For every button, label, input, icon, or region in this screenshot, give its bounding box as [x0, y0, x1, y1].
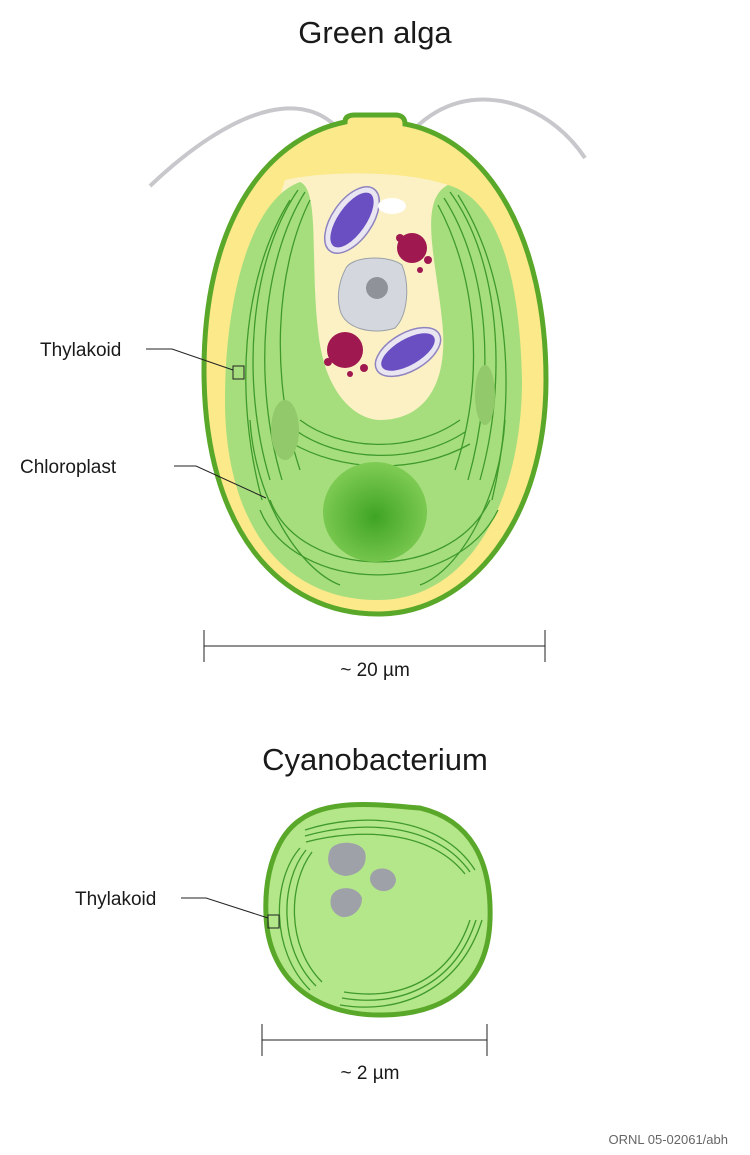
thylakoid-leader-line [181, 897, 269, 919]
golgi-body [324, 332, 368, 377]
golgi-body [396, 233, 432, 273]
mitochondrion [374, 326, 442, 378]
starch-grain-left [271, 400, 299, 460]
alga-scale-label: ~ 20 µm [340, 660, 410, 681]
thylakoid-leader-line [146, 348, 234, 371]
pyrenoid [323, 462, 427, 562]
alga-chloroplast-label: Chloroplast [20, 457, 117, 478]
green-alga-cell [148, 97, 587, 617]
cyano-scale-bar [261, 1024, 488, 1056]
contractile-vacuole [378, 198, 406, 214]
credit-line: ORNL 05-02061/abh [609, 1132, 729, 1147]
thylakoid-marker-box [267, 914, 280, 929]
thylakoid-membranes [245, 189, 507, 586]
alga-thylakoid-label: Thylakoid [40, 340, 121, 361]
cyano-title: Cyanobacterium [262, 742, 488, 777]
alga-title: Green alga [298, 15, 452, 50]
cyano-thylakoid-label: Thylakoid [75, 889, 156, 910]
alga-scale-bar [203, 630, 546, 662]
carboxysome [328, 842, 366, 876]
cyano-scale-label: ~ 2 µm [341, 1063, 400, 1084]
chloroplast [225, 182, 522, 600]
mitochondrion [323, 186, 381, 254]
cell-envelope [263, 802, 493, 1018]
cyanobacterium-cell [263, 802, 493, 1018]
thylakoid-marker-box [232, 365, 245, 380]
carboxysome [330, 888, 362, 918]
nucleolus [366, 277, 388, 299]
starch-grain-right [475, 365, 495, 425]
chloroplast-leader-line [174, 465, 267, 499]
carboxysome [370, 868, 396, 892]
